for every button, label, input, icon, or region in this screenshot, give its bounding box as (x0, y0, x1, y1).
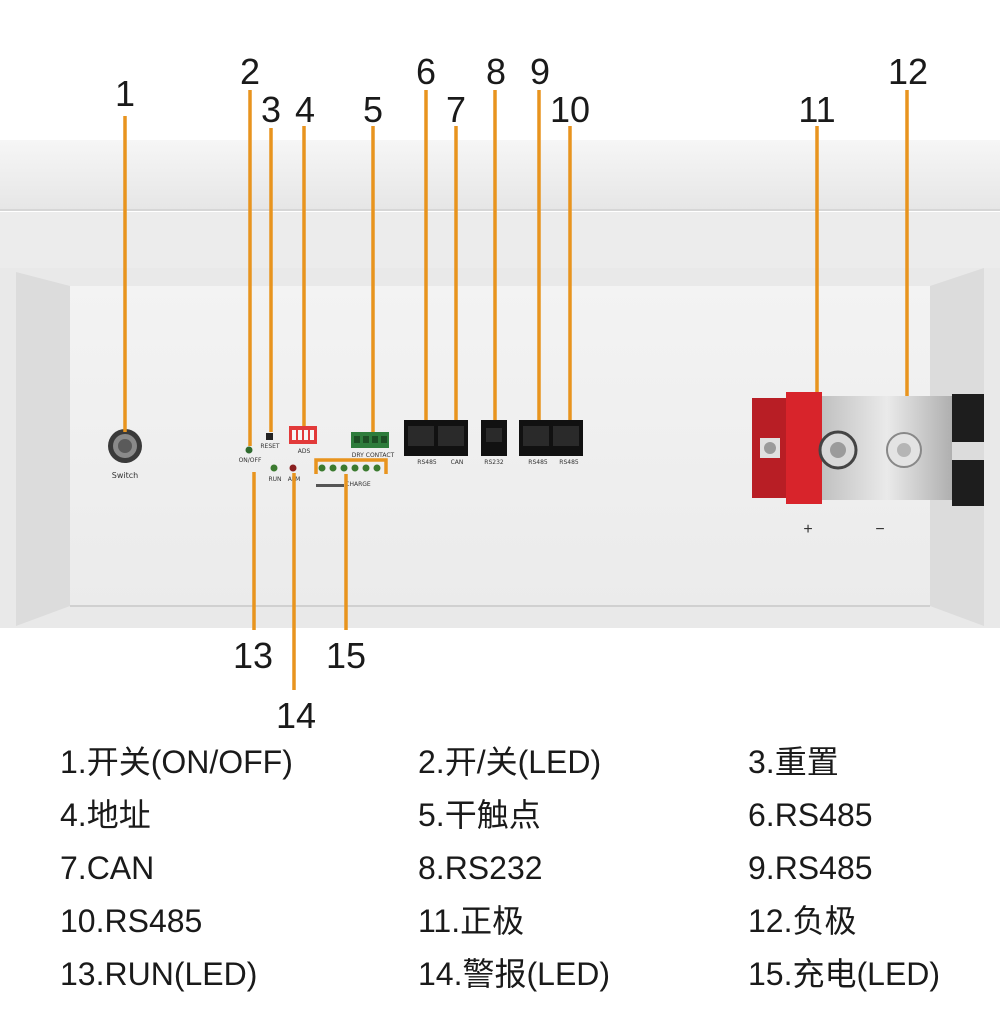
rs485-a-label: RS485 (417, 459, 437, 466)
rs485-port-b[interactable] (523, 426, 549, 446)
reset-button[interactable] (266, 433, 273, 440)
legend-item: 2.开/关(LED) (418, 744, 602, 780)
reset-label: RESET (260, 443, 280, 450)
legend-item: 1.开关(ON/OFF) (60, 744, 293, 780)
callout-2: 2 (239, 51, 261, 92)
run-led-icon (270, 464, 278, 472)
charge-label: CHARGE (345, 481, 371, 488)
callout-11: 11 (798, 89, 836, 130)
callout-6: 6 (415, 51, 437, 92)
positive-terminal-cover[interactable] (786, 392, 822, 504)
power-switch-icon[interactable] (108, 429, 142, 463)
on-off-label: ON/OFF (239, 457, 262, 464)
callout-10: 10 (549, 89, 591, 130)
legend: 1.开关(ON/OFF) 2.开/关(LED) 3.重置 4.地址 5.干触点 … (0, 736, 1000, 1006)
legend-item: 3.重置 (748, 744, 839, 780)
dry-contact-terminal[interactable] (351, 432, 389, 448)
legend-item: 6.RS485 (748, 797, 873, 833)
legend-item: 8.RS232 (418, 850, 543, 886)
callout-8: 8 (485, 51, 507, 92)
can-label: CAN (451, 459, 464, 466)
run-label: RUN (268, 476, 281, 483)
rs485-port-c[interactable] (553, 426, 579, 446)
callout-14: 14 (275, 695, 317, 736)
callout-5: 5 (362, 89, 384, 130)
rs485-c-label: RS485 (559, 459, 579, 466)
right-flange (930, 268, 984, 626)
rs485-b-label: RS485 (528, 459, 548, 466)
can-port[interactable] (438, 426, 464, 446)
legend-item: 14.警报(LED) (418, 956, 611, 992)
legend-item: 15.充电(LED) (748, 956, 941, 992)
callout-4: 4 (294, 89, 316, 130)
legend-item: 13.RUN(LED) (60, 956, 258, 992)
legend-item: 11.正极 (418, 903, 525, 939)
charge-led-strip (318, 464, 381, 472)
legend-item: 10.RS485 (60, 903, 203, 939)
legend-item: 5.干触点 (418, 797, 541, 833)
negative-sign: − (875, 521, 884, 538)
rs485-port-a[interactable] (408, 426, 434, 446)
leader-lines (123, 90, 909, 690)
power-terminal-block (752, 392, 984, 506)
dry-contact-label: DRY CONTACT (352, 452, 395, 459)
panel-illustration: Switch ON/OFF RESET ADS DRY CONTACT (0, 90, 1000, 690)
callout-15: 15 (325, 635, 367, 676)
address-dip-switch[interactable] (289, 426, 317, 444)
battery-front-panel-diagram: Switch ON/OFF RESET ADS DRY CONTACT (0, 51, 1000, 734)
switch-label: Switch (112, 471, 138, 480)
address-label: ADS (298, 448, 311, 455)
enclosure-top-band (0, 140, 1000, 210)
left-flange (16, 272, 70, 626)
callout-1: 1 (114, 73, 136, 114)
alarm-led-icon (289, 464, 297, 472)
on-off-led-icon (245, 446, 253, 454)
legend-item: 12.负极 (748, 903, 857, 939)
legend-item: 7.CAN (60, 850, 155, 886)
callout-3: 3 (260, 89, 282, 130)
callout-9: 9 (529, 51, 551, 92)
callout-7: 7 (445, 89, 467, 130)
legend-item: 9.RS485 (748, 850, 873, 886)
rs232-label: RS232 (484, 459, 504, 466)
leader-15-bracket (314, 458, 388, 474)
callout-13: 13 (232, 635, 274, 676)
legend-item: 4.地址 (60, 797, 151, 833)
positive-sign: + (803, 521, 812, 538)
callout-12: 12 (887, 51, 929, 92)
